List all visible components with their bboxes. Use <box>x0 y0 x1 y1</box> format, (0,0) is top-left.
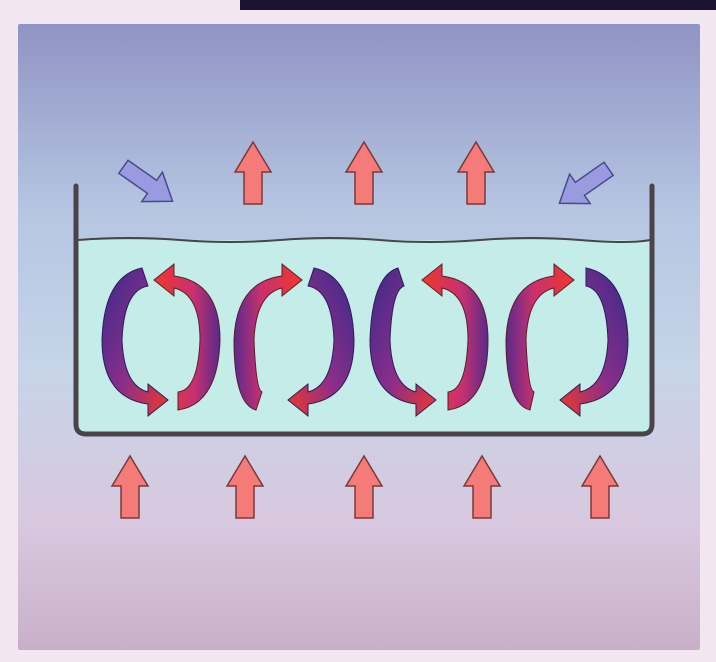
convection-cell <box>505 262 629 418</box>
curved-arrow-icon <box>287 267 355 418</box>
container <box>73 183 655 437</box>
arrow-up-icon <box>344 454 384 519</box>
arrow-up-icon <box>580 454 620 519</box>
curved-arrow-icon <box>559 267 629 418</box>
convection-cell <box>233 262 355 418</box>
water-surface <box>77 237 651 243</box>
curved-arrow-icon <box>505 262 575 411</box>
arrow-up-icon <box>456 140 496 205</box>
curved-arrow-icon <box>369 267 437 418</box>
arrow-up-icon <box>233 140 273 205</box>
arrow-diagonal-icon <box>558 161 615 205</box>
arrow-up-icon <box>462 454 502 519</box>
curved-arrow-icon <box>153 262 221 411</box>
arrow-up-icon <box>225 454 265 519</box>
top-band <box>240 0 716 10</box>
arrow-up-icon <box>344 140 384 205</box>
arrow-up-icon <box>110 454 150 519</box>
curved-arrow-icon <box>101 267 169 418</box>
curved-arrow-icon <box>421 262 489 411</box>
arrow-diagonal-icon <box>117 159 174 203</box>
convection-cell <box>369 262 489 418</box>
convection-cell <box>101 262 221 418</box>
curved-arrow-icon <box>233 262 303 411</box>
